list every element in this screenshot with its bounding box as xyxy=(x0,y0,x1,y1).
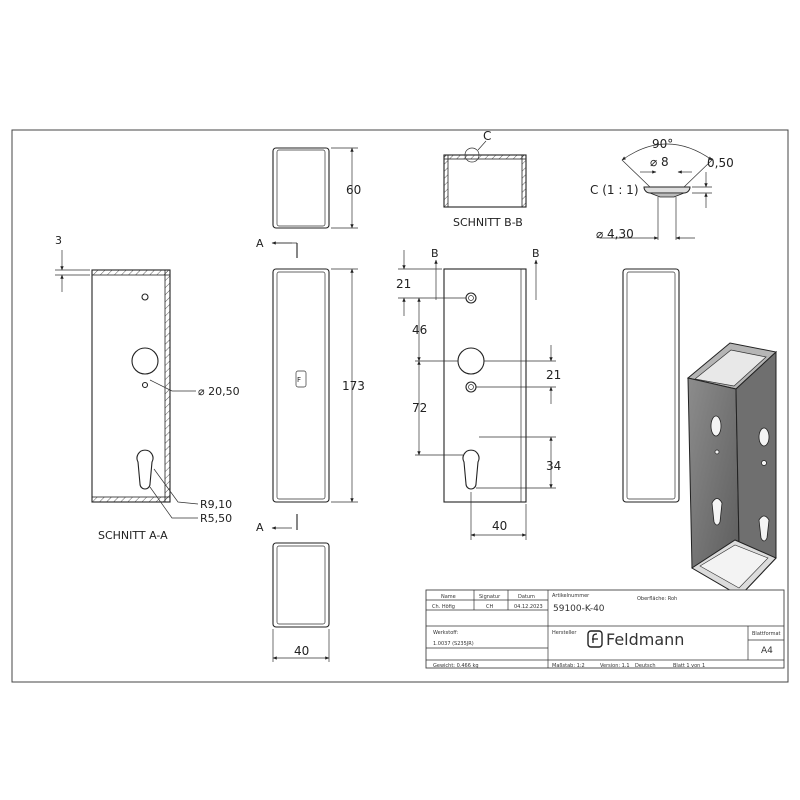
detail-ref-c: C xyxy=(483,129,491,143)
tb-label-blattformat: Blattformat xyxy=(752,631,781,637)
dim-dia-20-50: ⌀ 20,50 xyxy=(198,385,240,398)
tb-header-datum: Datum xyxy=(518,594,535,600)
tb-label-artikelnummer: Artikelnummer xyxy=(552,593,590,599)
dim-dia-8: ⌀ 8 xyxy=(650,155,669,169)
dim-21-top: 21 xyxy=(396,277,411,291)
tb-label-werkstoff: Werkstoff: xyxy=(433,630,459,636)
dim-angle-90: 90° xyxy=(652,137,673,151)
tb-label-hersteller: Hersteller xyxy=(552,630,577,636)
dim-r9-10: R9,10 xyxy=(200,498,232,511)
section-aa-view xyxy=(55,250,199,519)
top-view xyxy=(272,147,358,229)
front-view xyxy=(398,250,556,540)
dim-dia-4-30: ⌀ 4,30 xyxy=(596,227,634,241)
tb-label-massstab: Maßstab: 1:2 xyxy=(552,663,585,669)
tb-header-name: Name xyxy=(441,594,456,600)
tb-value-blattformat: A4 xyxy=(761,646,773,656)
title-block xyxy=(425,589,785,669)
cut-label-b-right: B xyxy=(532,247,540,260)
isometric-3d-view xyxy=(686,342,778,598)
tb-value-signatur: CH xyxy=(486,604,493,610)
cut-label-a-bottom: A xyxy=(256,521,264,534)
tb-label-blatt: Blatt 1 von 1 xyxy=(673,663,705,669)
cut-line-a-top xyxy=(271,241,298,258)
section-aa-label: SCHNITT A-A xyxy=(98,529,168,542)
dim-60: 60 xyxy=(346,183,361,197)
dim-173: 173 xyxy=(342,379,365,393)
dim-r5-50: R5,50 xyxy=(200,512,232,525)
cut-label-b-left: B xyxy=(431,247,439,260)
detail-c-view xyxy=(600,143,713,240)
dim-46: 46 xyxy=(412,323,427,337)
cut-line-a-bottom xyxy=(271,514,298,530)
tb-value-artikelnummer: 59100-K-40 xyxy=(553,604,605,614)
brand-name: Feldmann xyxy=(606,630,684,649)
svg-text:F: F xyxy=(297,376,301,384)
right-side-view xyxy=(622,268,680,503)
dim-21-right: 21 xyxy=(546,368,561,382)
tb-label-gewicht: Gewicht: 0.466 kg xyxy=(433,663,479,669)
cut-label-a-top: A xyxy=(256,237,264,250)
dim-3: 3 xyxy=(55,234,62,247)
section-bb-view xyxy=(443,140,527,208)
section-bb-label: SCHNITT B-B xyxy=(453,216,523,229)
tb-value-datum: 04.12.2023 xyxy=(514,604,543,610)
side-view: F xyxy=(272,268,358,503)
bottom-view xyxy=(272,542,330,662)
tb-header-signatur: Signatur xyxy=(479,594,501,600)
sheet-border xyxy=(11,129,789,683)
dim-40-front: 40 xyxy=(492,519,507,533)
dim-34: 34 xyxy=(546,459,561,473)
tb-label-version: Version: 1.1 xyxy=(600,663,630,669)
brand-logo xyxy=(587,630,603,648)
tb-label-sprache: Deutsch xyxy=(635,663,656,669)
detail-c-title: C (1 : 1) xyxy=(590,183,639,197)
dim-72: 72 xyxy=(412,401,427,415)
tb-label-oberflaeche: Oberfläche: Roh xyxy=(637,596,677,602)
tb-value-werkstoff: 1.0037 (S235JR) xyxy=(433,641,474,647)
tb-value-name: Ch. Höfig xyxy=(432,604,455,610)
dim-0-50: 0,50 xyxy=(707,156,734,170)
dim-40-bottom: 40 xyxy=(294,644,309,658)
